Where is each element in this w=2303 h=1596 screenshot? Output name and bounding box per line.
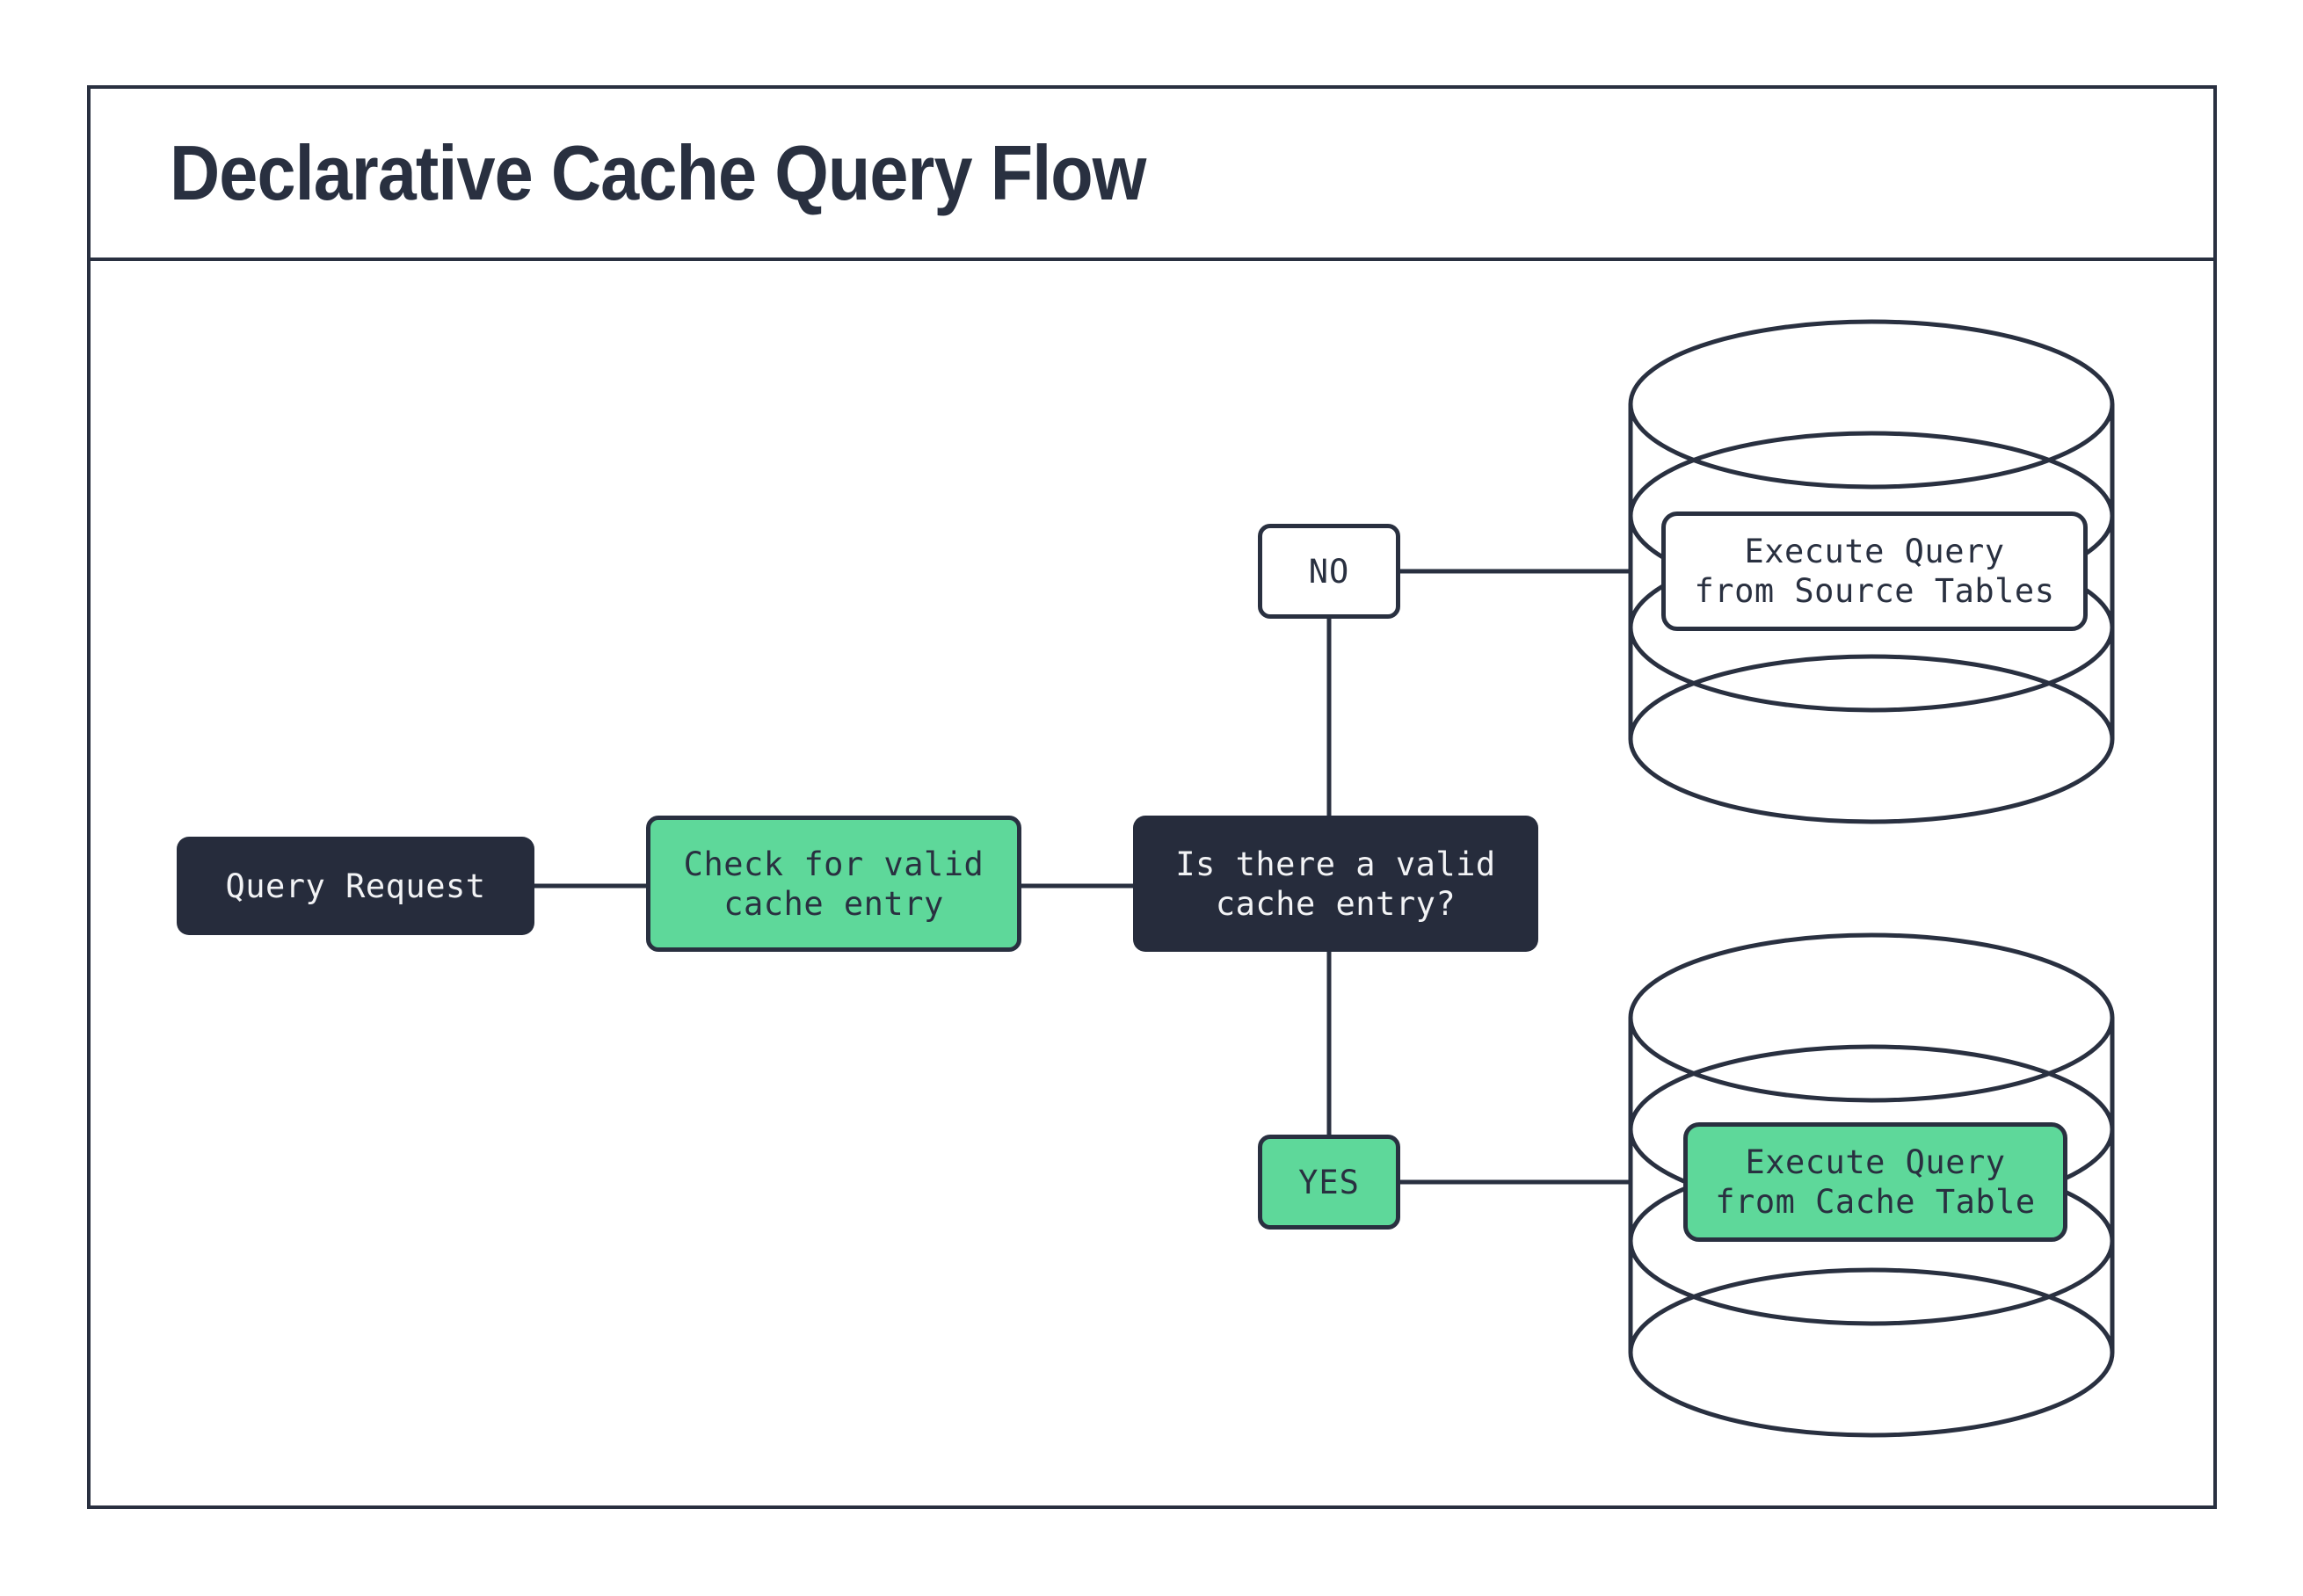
node-label-line: Is there a valid bbox=[1175, 845, 1496, 883]
node-execute-source-tables: Execute Query from Source Tables bbox=[1661, 511, 2088, 631]
node-query-request: Query Request bbox=[177, 837, 534, 935]
cylinder-ellipse bbox=[1628, 319, 2115, 490]
diagram-title: Declarative Cache Query Flow bbox=[170, 129, 1146, 216]
node-check-cache: Check for valid cache entry bbox=[646, 816, 1021, 952]
node-label-line: Execute Query bbox=[1745, 1143, 2006, 1181]
diagram-frame: Declarative Cache Query Flow bbox=[87, 85, 2217, 1509]
node-label-line: from Source Tables bbox=[1694, 572, 2055, 610]
diagram-header: Declarative Cache Query Flow bbox=[91, 89, 2213, 261]
node-label: YES bbox=[1298, 1163, 1360, 1201]
node-label-line: cache entry? bbox=[1215, 884, 1457, 923]
node-decision-valid-cache: Is there a valid cache entry? bbox=[1133, 816, 1538, 952]
node-label-line: Check for valid bbox=[683, 845, 984, 883]
cylinder-ellipse bbox=[1628, 1267, 2115, 1438]
node-yes-branch: YES bbox=[1258, 1135, 1400, 1230]
node-label: NO bbox=[1308, 552, 1350, 591]
node-label: Query Request bbox=[225, 867, 486, 905]
cylinder-ellipse bbox=[1628, 932, 2115, 1103]
node-label-line: from Cache Table bbox=[1715, 1183, 2036, 1221]
node-label-line: cache entry bbox=[723, 884, 944, 923]
node-label-line: Execute Query bbox=[1744, 533, 2005, 570]
node-execute-cache-table: Execute Query from Cache Table bbox=[1683, 1122, 2067, 1242]
node-no-branch: NO bbox=[1258, 524, 1400, 619]
cylinder-ellipse bbox=[1628, 654, 2115, 824]
